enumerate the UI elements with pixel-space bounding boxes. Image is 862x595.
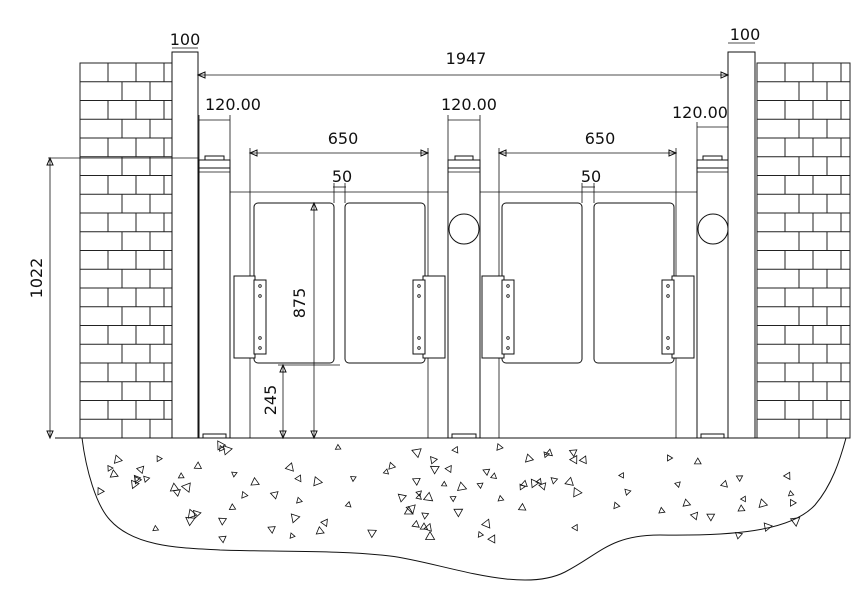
post-left bbox=[171, 51, 199, 439]
wing-height-label: 875 bbox=[290, 288, 309, 319]
brick-pattern-right bbox=[757, 63, 850, 438]
post-right-width-label: 100 bbox=[730, 25, 761, 44]
brick-pattern-left bbox=[80, 63, 172, 438]
hinge-brackets bbox=[233, 275, 695, 359]
cabinet-right bbox=[696, 155, 729, 439]
ground-outline bbox=[81, 437, 847, 581]
gap-right-label: 50 bbox=[581, 167, 601, 186]
card-reader-middle bbox=[448, 213, 480, 245]
card-reader-right bbox=[697, 213, 729, 245]
cabinet-middle bbox=[447, 155, 481, 439]
post-right bbox=[727, 51, 756, 439]
lane-right-width-label: 650 bbox=[585, 129, 616, 148]
ground bbox=[55, 437, 850, 581]
gap-left-label: 50 bbox=[332, 167, 352, 186]
lane-left-width-label: 650 bbox=[328, 129, 359, 148]
cabinet-mid-width-label: 120.00 bbox=[441, 95, 497, 114]
cabinet-right-width-label: 120.00 bbox=[672, 103, 728, 122]
brick-wall-left bbox=[79, 62, 173, 439]
gravel-pattern bbox=[97, 440, 801, 544]
cabinet-height-label: 1022 bbox=[27, 258, 46, 299]
total-width-label: 1947 bbox=[446, 49, 487, 68]
brick-wall-right bbox=[756, 62, 851, 439]
wing-clearance-label: 245 bbox=[261, 385, 280, 416]
cabinet-left-width-label: 120.00 bbox=[205, 95, 261, 114]
dimension-lines bbox=[46, 42, 755, 440]
post-left-width-label: 100 bbox=[170, 30, 201, 49]
cabinet-left bbox=[198, 155, 231, 439]
